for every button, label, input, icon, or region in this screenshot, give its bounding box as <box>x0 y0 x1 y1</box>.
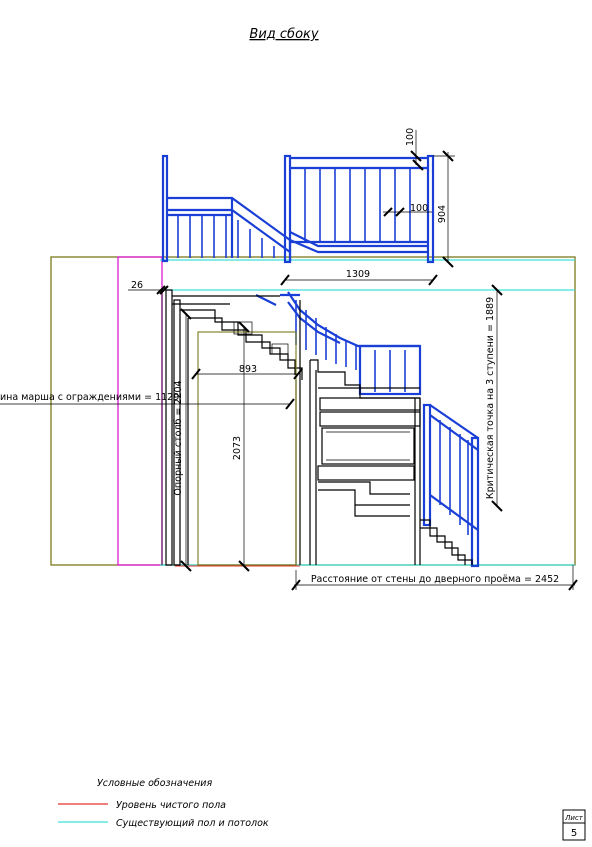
dim-wall-to-door: Расстояние от стены до дверного проёма =… <box>311 574 559 585</box>
sheet-number: 5 <box>571 828 577 839</box>
dim-march-width: ина марша с ограждениями = 1129 <box>0 392 179 403</box>
legend-label-clean-floor: Уровень чистого пола <box>116 800 226 811</box>
sheet-label: Лист <box>564 814 584 822</box>
drawing-title: Вид сбоку <box>249 27 318 42</box>
dimension-lines <box>0 130 578 591</box>
lower-right-railing <box>422 403 480 568</box>
dim-height-904: 904 <box>437 205 448 223</box>
pillar-zone-outline <box>117 256 163 566</box>
wall-outline <box>50 256 576 566</box>
upper-left-railing <box>161 154 292 263</box>
dim-top-100: 100 <box>405 128 416 146</box>
dim-height-2073: 2073 <box>232 436 243 460</box>
stair-structure <box>161 289 473 566</box>
sheet-stamp <box>562 809 586 841</box>
legend-label-existing: Существующий пол и потолок <box>116 818 269 829</box>
dim-critical-point: Критическая точка на 3 ступени = 1889 <box>485 297 496 499</box>
dim-rail-100: 100 <box>410 203 428 214</box>
legend-title: Условные обозначения <box>97 778 212 789</box>
upper-right-railing <box>283 154 435 264</box>
dim-pillar: Опорный столб = 2204 <box>173 380 184 495</box>
middle-flight-railing <box>255 291 422 396</box>
dim-width-1309: 1309 <box>346 269 370 280</box>
door-opening-outline <box>197 331 297 566</box>
dim-span-893: 893 <box>239 364 257 375</box>
dim-offset-26: 26 <box>131 280 143 291</box>
